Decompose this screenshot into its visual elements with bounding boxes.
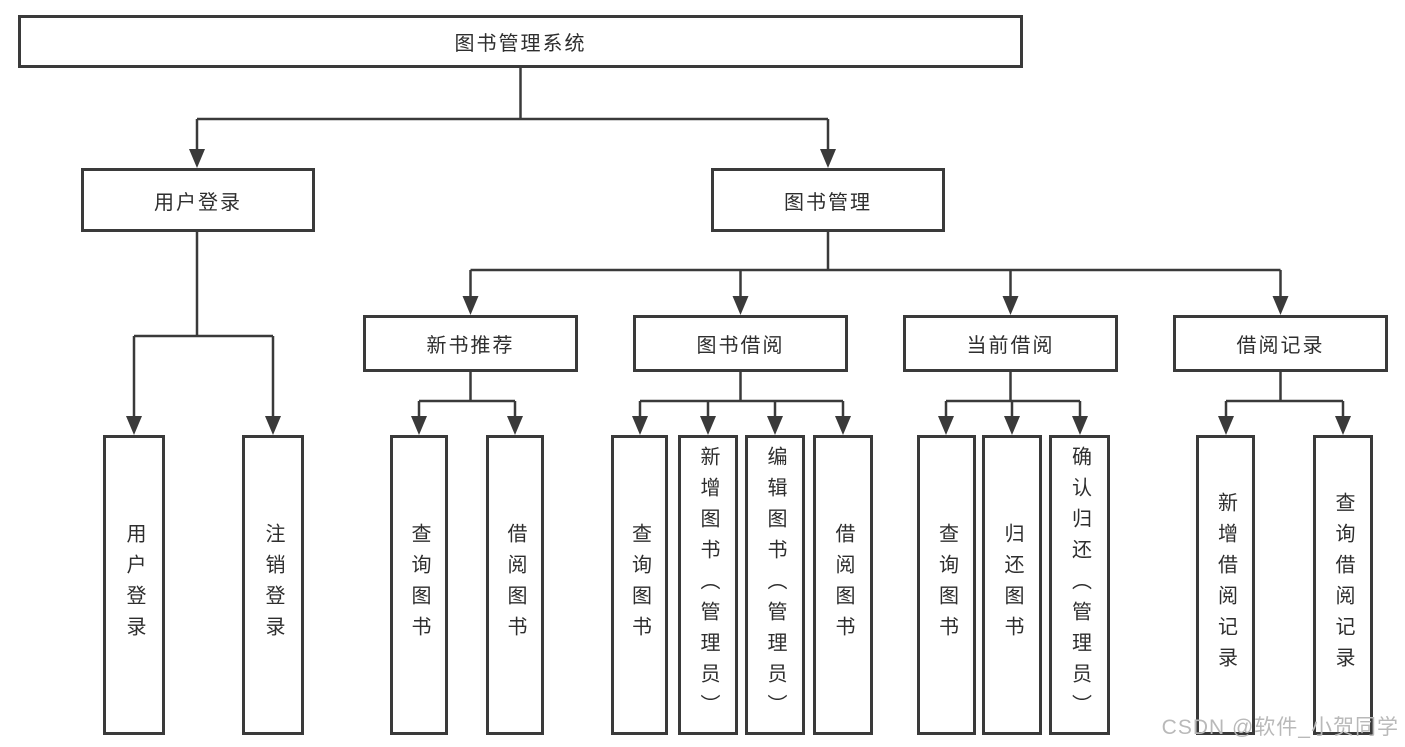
- leaf-query-borrow-record: 查询借阅记录: [1313, 435, 1373, 735]
- leaf-query-books-borrow: 查询图书: [611, 435, 668, 735]
- node-user-login: 用户登录: [81, 168, 315, 232]
- node-label: 注销登录: [262, 523, 284, 647]
- leaf-return-books: 归还图书: [982, 435, 1042, 735]
- node-label: 当前借阅: [966, 335, 1055, 357]
- leaf-logout: 注销登录: [242, 435, 304, 735]
- node-label: 查询图书: [935, 523, 958, 647]
- node-label: 借阅图书: [504, 523, 526, 647]
- node-label: 借阅记录: [1236, 335, 1325, 357]
- leaf-borrow-books: 借阅图书: [813, 435, 873, 735]
- leaf-add-borrow-record: 新增借阅记录: [1196, 435, 1255, 735]
- node-book-management: 图书管理: [711, 168, 945, 232]
- node-label: 查询图书: [408, 523, 430, 647]
- node-label: 新增图书（管理员）: [697, 445, 719, 725]
- node-new-book-recommend: 新书推荐: [363, 315, 578, 372]
- leaf-add-books-admin: 新增图书（管理员）: [678, 435, 738, 735]
- node-label: 确认归还（管理员）: [1068, 445, 1091, 725]
- leaf-user-login: 用户登录: [103, 435, 165, 735]
- node-label: 归还图书: [1001, 523, 1023, 647]
- node-root-library-management-system: 图书管理系统: [18, 15, 1023, 68]
- node-label: 用户登录: [154, 191, 242, 214]
- leaf-confirm-return-admin: 确认归还（管理员）: [1049, 435, 1110, 735]
- node-label: 图书管理: [784, 191, 872, 214]
- node-label: 查询借阅记录: [1332, 492, 1354, 678]
- leaf-query-books-recommend: 查询图书: [390, 435, 448, 735]
- node-label: 新书推荐: [426, 335, 515, 357]
- csdn-watermark: CSDN @软件_小贺同学: [1161, 716, 1399, 739]
- node-current-borrow: 当前借阅: [903, 315, 1118, 372]
- node-label: 编辑图书（管理员）: [764, 445, 786, 725]
- leaf-query-books-current: 查询图书: [917, 435, 976, 735]
- node-book-borrow: 图书借阅: [633, 315, 848, 372]
- node-label: 查询图书: [628, 523, 651, 647]
- node-label: 图书管理系统: [454, 33, 587, 55]
- node-borrow-records: 借阅记录: [1173, 315, 1388, 372]
- node-label: 新增借阅记录: [1214, 492, 1237, 678]
- node-label: 图书借阅: [696, 335, 785, 357]
- leaf-borrow-books-recommend: 借阅图书: [486, 435, 544, 735]
- leaf-edit-books-admin: 编辑图书（管理员）: [745, 435, 805, 735]
- node-label: 用户登录: [123, 523, 145, 647]
- node-label: 借阅图书: [832, 523, 854, 647]
